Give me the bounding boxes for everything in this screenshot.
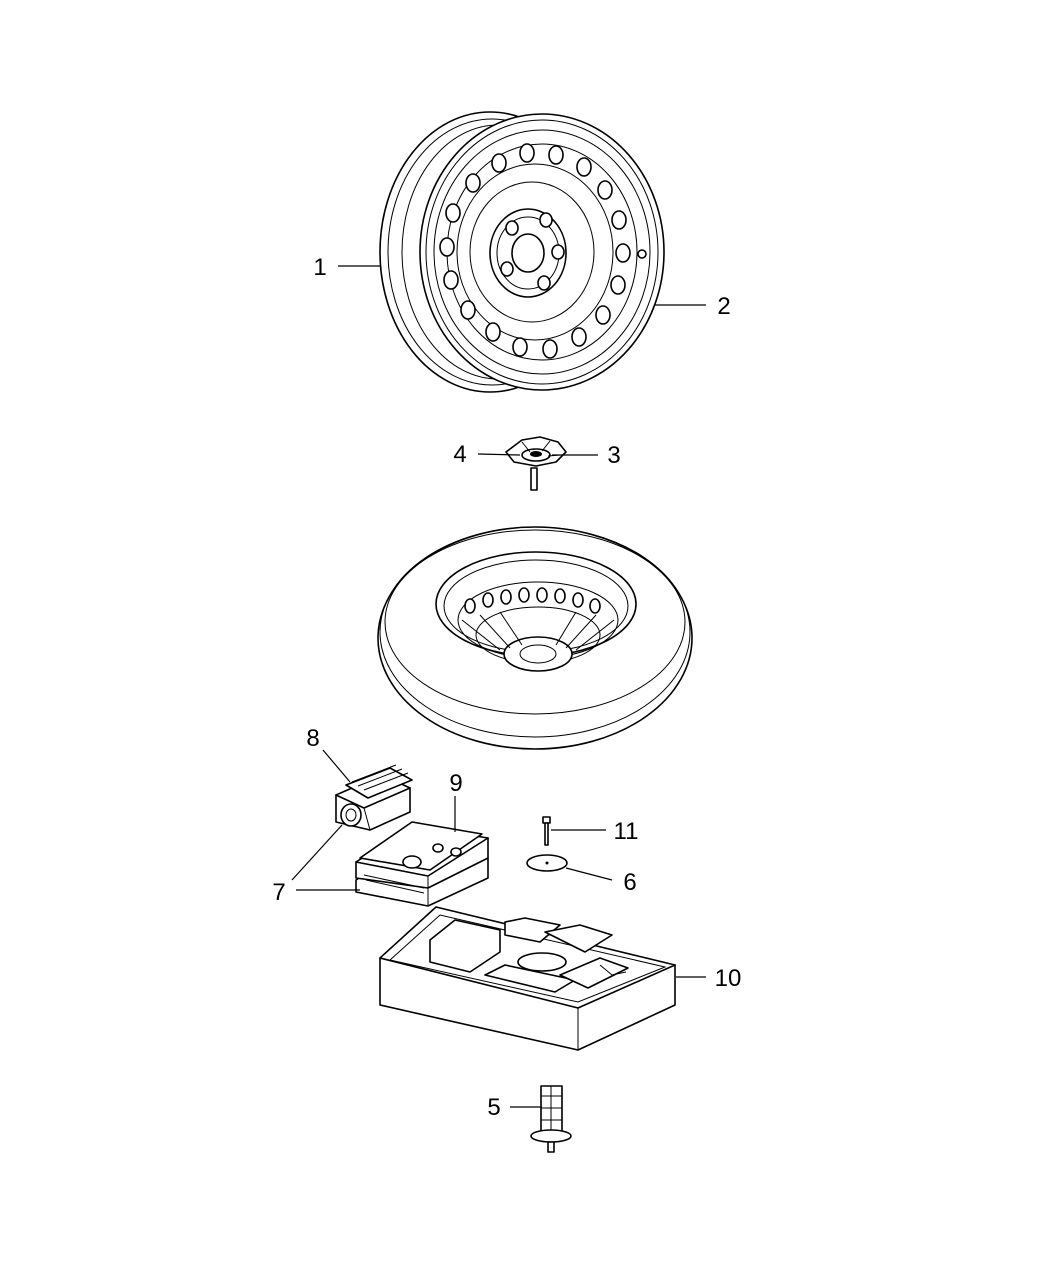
callout-9: 9 [449,770,462,797]
callout-2: 2 [717,293,730,320]
callout-5: 5 [487,1094,500,1121]
callout-4: 4 [453,441,466,468]
spare-tire [377,526,693,750]
sealant-bottle [335,764,413,831]
tire-vent-holes [464,587,601,614]
leader-8 [322,749,351,783]
callout-6: 6 [623,869,636,896]
callout-3: 3 [607,442,620,469]
foam-tray [379,906,676,1051]
hold-down-spindle [530,1085,572,1153]
inflator-kit [355,821,489,907]
callout-1: 1 [313,254,326,281]
leader-7b [291,824,343,881]
vent-holes [439,143,631,359]
callout-11: 11 [614,818,639,845]
callout-8: 8 [306,725,319,752]
leader-4 [477,453,521,456]
washer [526,854,568,872]
steel-wheel [379,111,665,393]
bolt [542,816,551,846]
callout-labels: 1 2 3 4 5 6 7 8 9 10 11 [272,254,741,1121]
spare-retainer [505,436,567,491]
callout-10: 10 [715,965,742,992]
leader-6 [565,867,613,881]
callout-7: 7 [272,879,285,906]
leader-lines [291,265,706,1108]
